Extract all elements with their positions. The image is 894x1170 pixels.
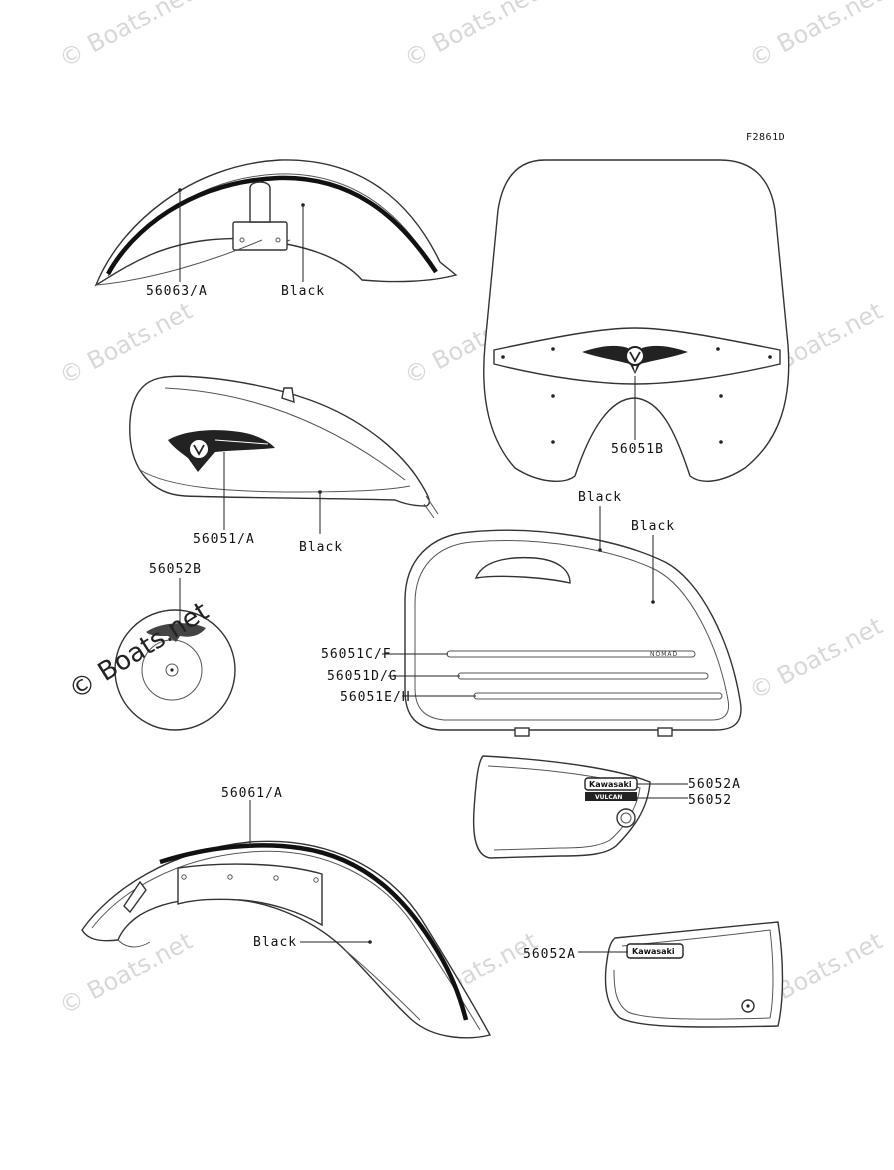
saddlebag: NOMAD xyxy=(404,529,742,737)
round-emblem xyxy=(114,609,236,731)
kawasaki-decal-text-2: Kawasaki xyxy=(632,947,675,956)
side-cover-lower: Kawasaki xyxy=(604,921,784,1028)
callout-56051b: 56051B xyxy=(611,442,664,457)
callout-56052: 56052 xyxy=(688,793,732,808)
kawasaki-decal-text: Kawasaki xyxy=(589,780,632,789)
callout-tank-black: Black xyxy=(299,540,343,555)
callout-saddlebag-black-1: Black xyxy=(578,490,622,505)
watermark: © Boats.net xyxy=(55,0,197,73)
windshield xyxy=(483,159,790,482)
callout-rear-fender-black: Black xyxy=(253,935,297,950)
callout-56052b: 56052B xyxy=(149,562,202,577)
callout-56051d-g: 56051D/G xyxy=(327,669,398,684)
callout-56051e-h: 56051E/H xyxy=(340,690,411,705)
fuel-tank xyxy=(129,375,439,519)
rear-fender xyxy=(81,840,492,1039)
figure-code: F2861D xyxy=(746,132,785,143)
callout-saddlebag-black-2: Black xyxy=(631,519,675,534)
watermark: © Boats.net xyxy=(745,612,887,705)
callout-56061-a: 56061/A xyxy=(221,786,283,801)
callout-56063-a: 56063/A xyxy=(146,284,208,299)
vulcan-decal-text: VULCAN xyxy=(595,794,622,801)
side-cover-upper: Kawasaki VULCAN xyxy=(472,755,651,859)
nomad-decal-text: NOMAD xyxy=(650,651,678,658)
front-fender xyxy=(94,159,458,287)
callout-56052a: 56052A xyxy=(688,777,741,792)
callout-front-fender-black: Black xyxy=(281,284,325,299)
watermark: © Boats.net xyxy=(55,927,197,1020)
callout-56051c-f: 56051C/F xyxy=(321,647,392,662)
watermark: © Boats.net xyxy=(745,0,887,73)
callout-56052a-lower: 56052A xyxy=(523,947,576,962)
watermark: © Boats.net xyxy=(400,0,542,73)
callout-56051-a: 56051/A xyxy=(193,532,255,547)
